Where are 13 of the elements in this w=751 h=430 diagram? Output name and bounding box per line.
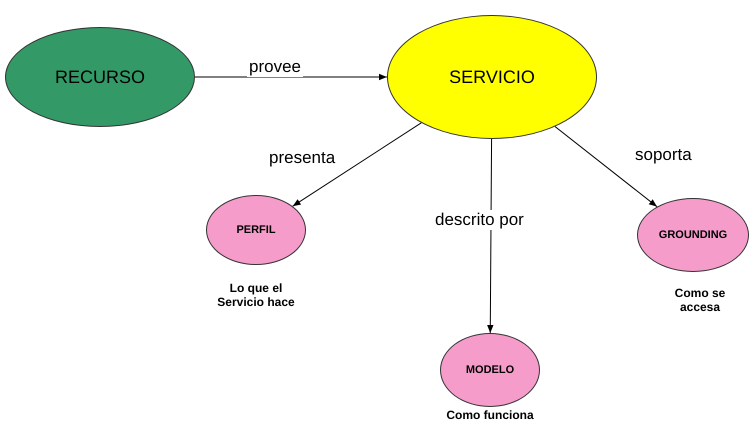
arrow xyxy=(554,126,658,208)
arrow xyxy=(487,138,494,334)
node-label: RECURSO xyxy=(54,66,145,88)
node-caption: Como funciona xyxy=(445,408,535,422)
node-label: SERVICIO xyxy=(449,66,535,88)
node-label: MODELO xyxy=(466,364,514,376)
node-caption: Lo que el Servicio hace xyxy=(216,281,296,309)
arrow xyxy=(194,74,388,80)
arrow xyxy=(292,122,422,207)
node-label: GROUNDING xyxy=(658,229,728,241)
node-caption: Como se accesa xyxy=(674,286,726,314)
edge-label: descrito por xyxy=(433,210,526,230)
node-label: PERFIL xyxy=(236,224,276,236)
